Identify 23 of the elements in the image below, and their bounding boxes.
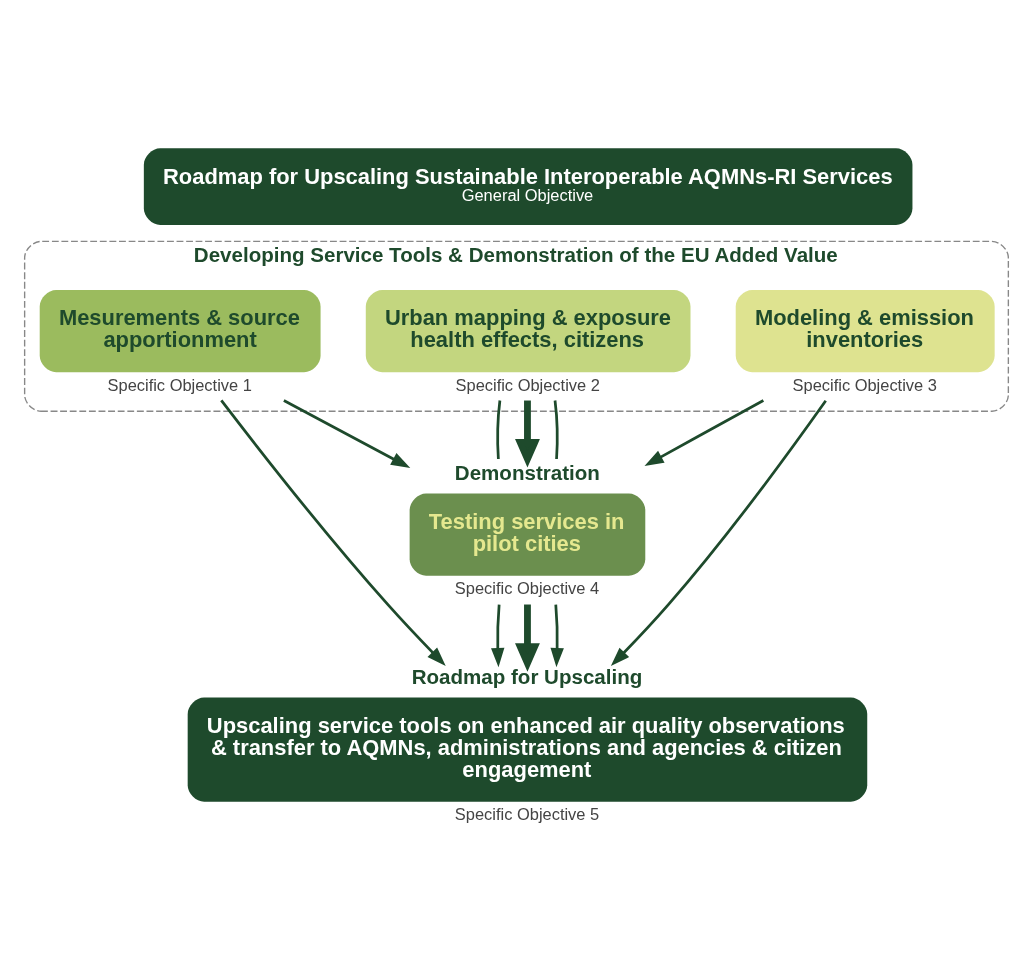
- arrow: [515, 604, 540, 672]
- arrow: [491, 604, 505, 668]
- node-label: Roadmap for Upscaling: [411, 664, 643, 688]
- node-box: Mesurements & source apportionment: [39, 290, 321, 373]
- node-label: Specific Objective 3: [792, 375, 937, 394]
- arrow: [644, 399, 765, 466]
- arrow: [550, 604, 564, 668]
- node-box: Testing services in pilot cities: [409, 493, 646, 576]
- node-box: Modeling & emission inventories: [735, 290, 995, 373]
- connector: [496, 400, 502, 460]
- node-label: Specific Objective 2: [455, 375, 600, 394]
- node-box: Roadmap for Upscaling Sustainable Interoperable AQMNs-RI Services General Objective: [143, 148, 913, 225]
- node-box: Upscaling service tools on enhanced air quality observations & transfer to AQMNs, administrations and agencies & citizen engagement: [187, 697, 868, 802]
- node-label: Demonstration: [454, 460, 600, 484]
- arrow: [610, 399, 827, 667]
- arrow: [515, 400, 540, 468]
- node-label: Specific Objective 1: [107, 375, 252, 394]
- arrow: [283, 399, 411, 468]
- arrow: [220, 399, 446, 666]
- node-box: Urban mapping & exposure health effects, citizens: [365, 290, 691, 373]
- node-label: Specific Objective 5: [454, 805, 600, 824]
- node-label: Specific Objective 4: [454, 579, 600, 598]
- connector: [553, 400, 559, 460]
